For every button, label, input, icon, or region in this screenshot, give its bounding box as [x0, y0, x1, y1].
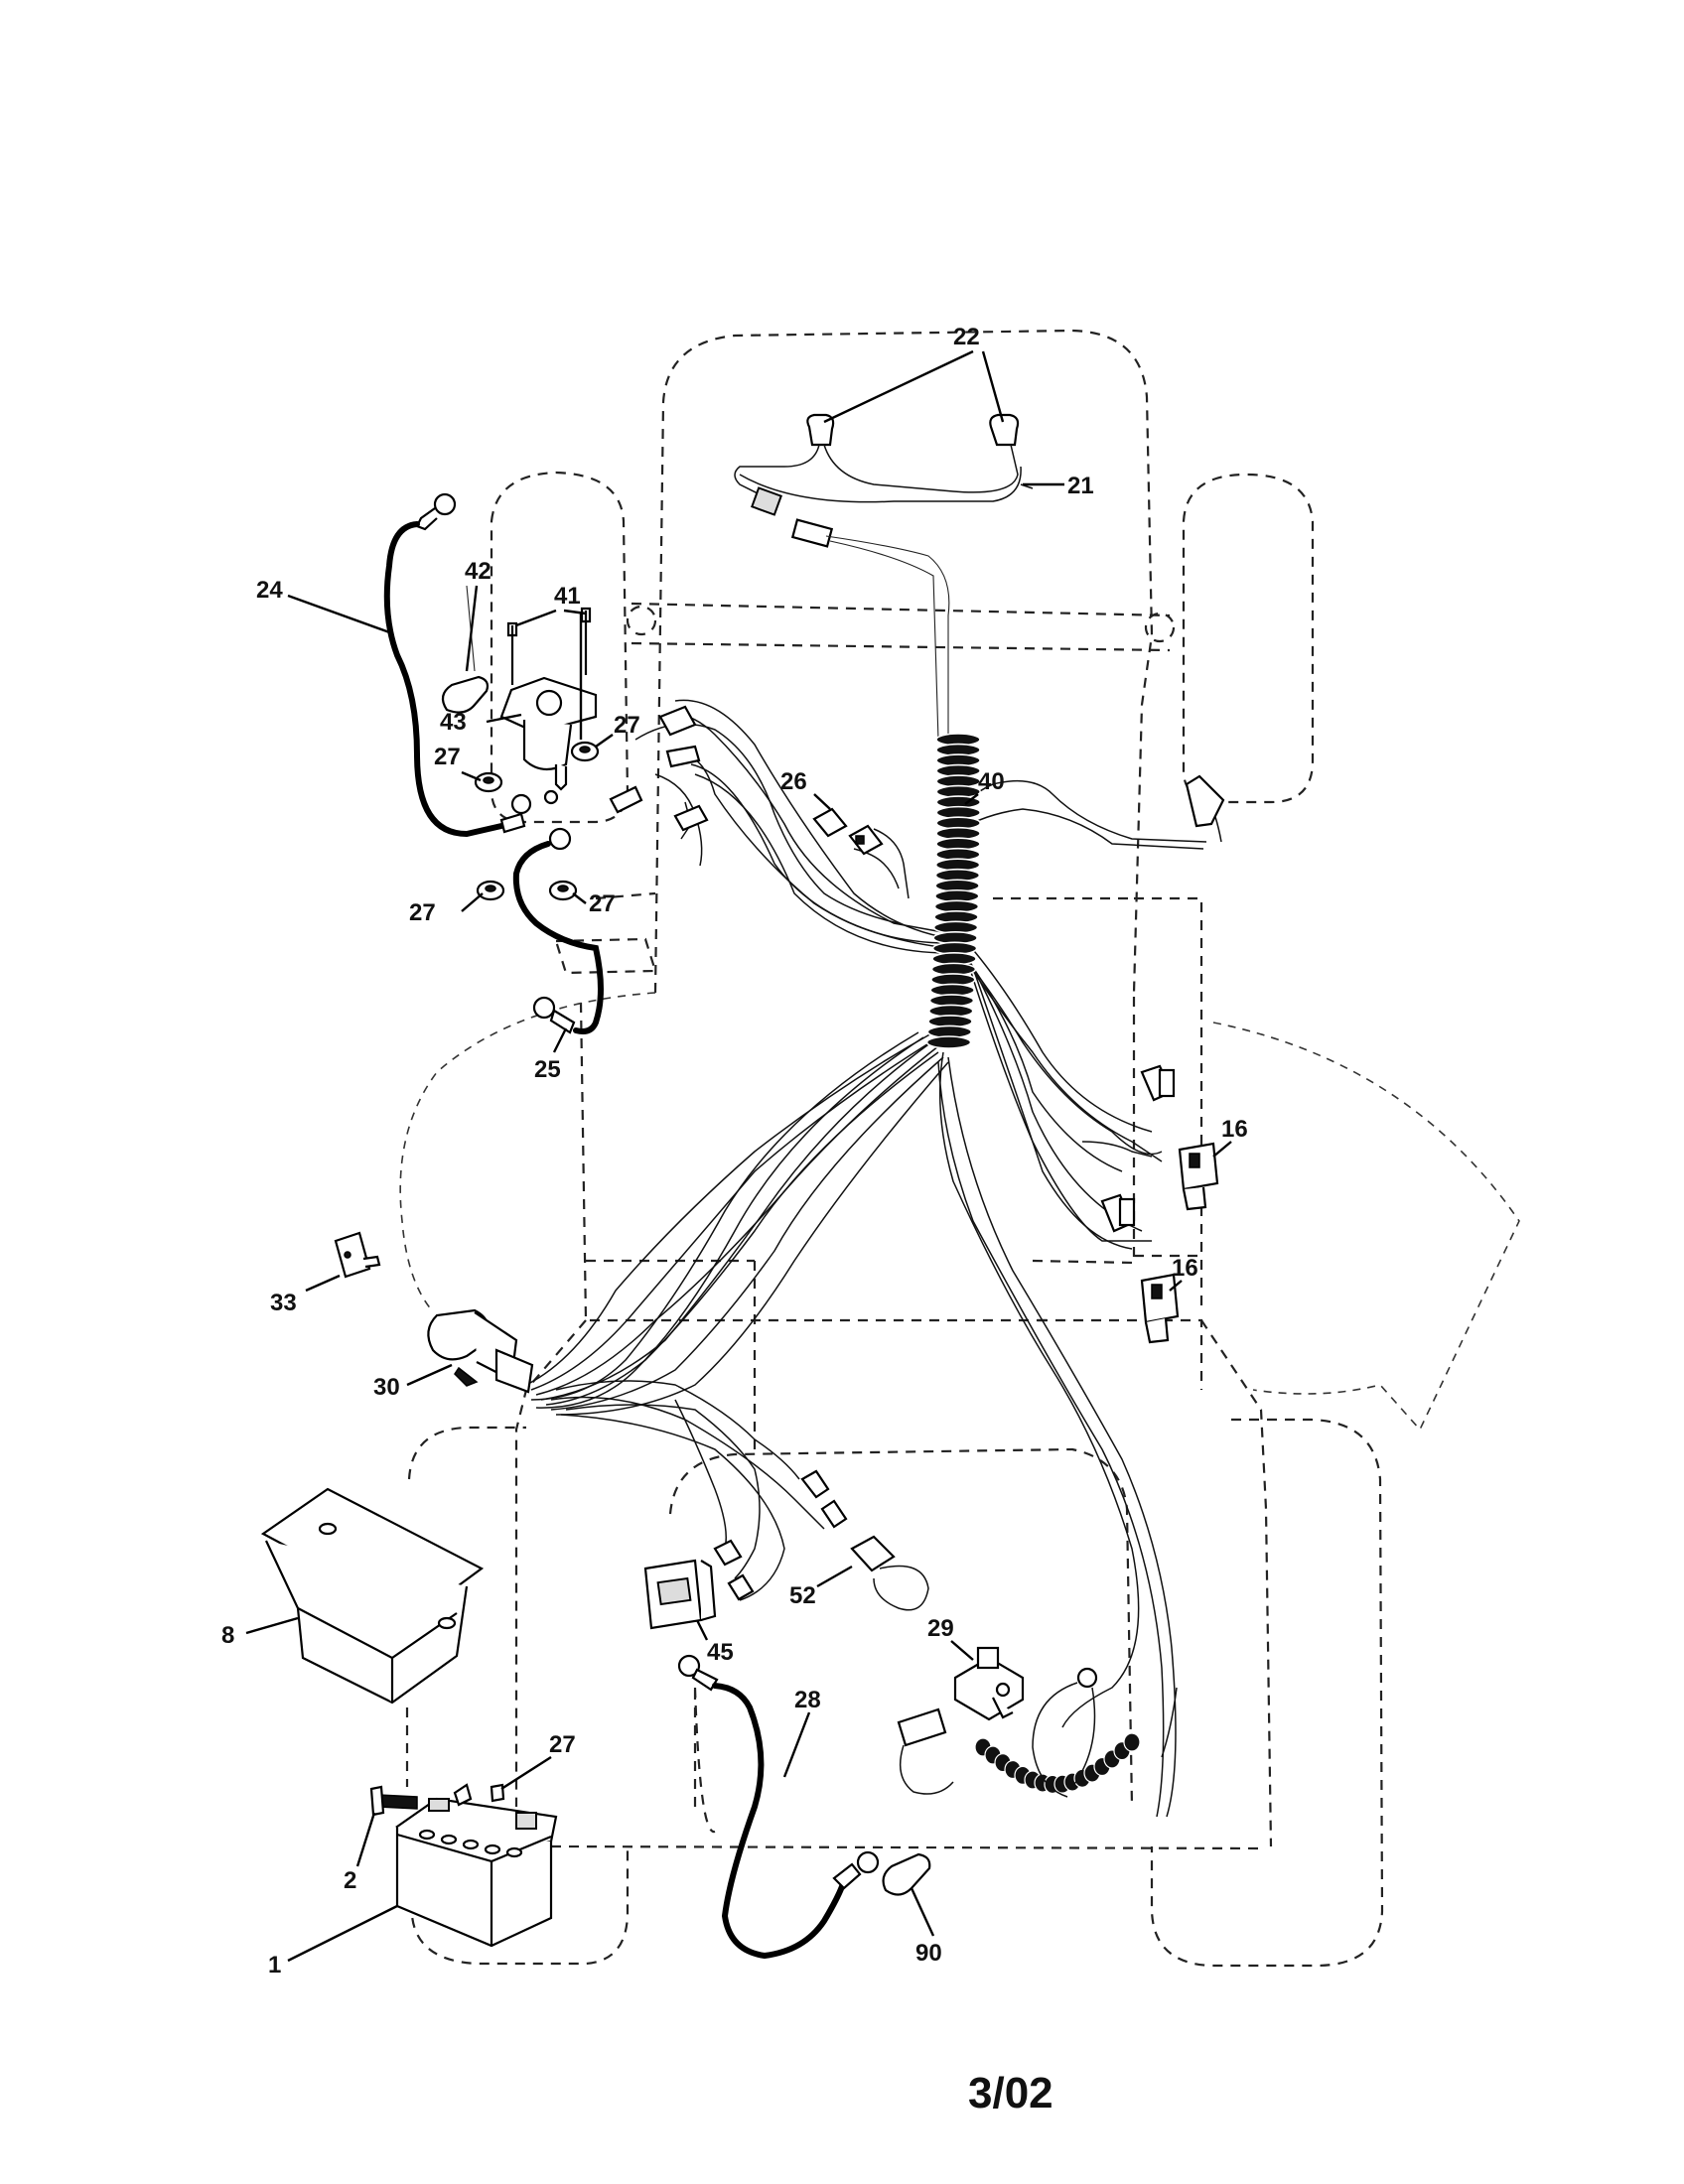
callout-28: 28: [794, 1687, 821, 1713]
battery-1: [369, 1783, 558, 1948]
coil-ring: [1032, 1667, 1098, 1798]
loom-segment: [925, 1035, 972, 1049]
main-harness-wires: [525, 699, 1222, 1818]
callout-labels: 22 21 42 41 24 43 27 27 27 27 26 40 25 1…: [221, 324, 1248, 1979]
battery-cells: [418, 1829, 523, 1858]
callout-40: 40: [978, 768, 1005, 795]
callout-29: 29: [927, 1615, 954, 1642]
callout-8: 8: [221, 1622, 234, 1649]
tractor-outline: [399, 329, 1520, 1968]
coiled-cord: [974, 1732, 1141, 1795]
coil-segment: [1123, 1732, 1141, 1752]
cable-24: [383, 492, 526, 838]
headlight-harness: [734, 413, 1034, 741]
callout-33: 33: [270, 1290, 297, 1316]
callout-27-c: 27: [409, 899, 436, 926]
corrugated-loom-40: [925, 733, 982, 1049]
nut-27-a: [474, 771, 503, 793]
nut-27-b: [570, 741, 600, 762]
cable-25: [512, 841, 604, 1034]
battery-box-8: [260, 1487, 485, 1705]
nut-27-d: [548, 880, 578, 901]
module-52: [850, 1535, 929, 1611]
hour-meter-45: [643, 1559, 717, 1630]
callout-26: 26: [780, 768, 807, 795]
callout-27-b: 27: [434, 744, 461, 770]
callout-16-b: 16: [1172, 1255, 1198, 1282]
key-33: [334, 1231, 381, 1279]
callout-41: 41: [554, 583, 581, 610]
callout-45: 45: [707, 1639, 734, 1666]
nut-27-c: [476, 880, 505, 901]
bolt-2: [369, 1785, 418, 1817]
callout-30: 30: [373, 1374, 400, 1401]
leader-lines: [245, 349, 1232, 1963]
callout-21: 21: [1067, 473, 1094, 499]
callout-2: 2: [344, 1867, 356, 1894]
date-code: 3/02: [968, 2069, 1053, 2117]
ignition-switch-30: [427, 1308, 534, 1394]
callout-27-e: 27: [549, 1731, 576, 1758]
cable-28: [677, 1654, 880, 1960]
callout-43: 43: [440, 709, 467, 736]
connectors: [334, 705, 1225, 1630]
solenoid-assembly: [441, 585, 643, 901]
seat-switch-29: [897, 1646, 1025, 1795]
callout-42: 42: [465, 558, 491, 585]
callout-27-a: 27: [614, 712, 640, 739]
callout-16-a: 16: [1221, 1116, 1248, 1143]
boot-90: [882, 1852, 931, 1896]
callout-27-d: 27: [589, 890, 616, 917]
switch-16-b: [1140, 1273, 1180, 1344]
callout-22: 22: [953, 324, 980, 350]
switch-16-a: [1178, 1142, 1219, 1211]
callout-1: 1: [268, 1952, 281, 1979]
callout-25: 25: [534, 1056, 561, 1083]
callout-52: 52: [789, 1582, 816, 1609]
callout-90: 90: [915, 1940, 942, 1967]
callout-24: 24: [256, 577, 283, 604]
